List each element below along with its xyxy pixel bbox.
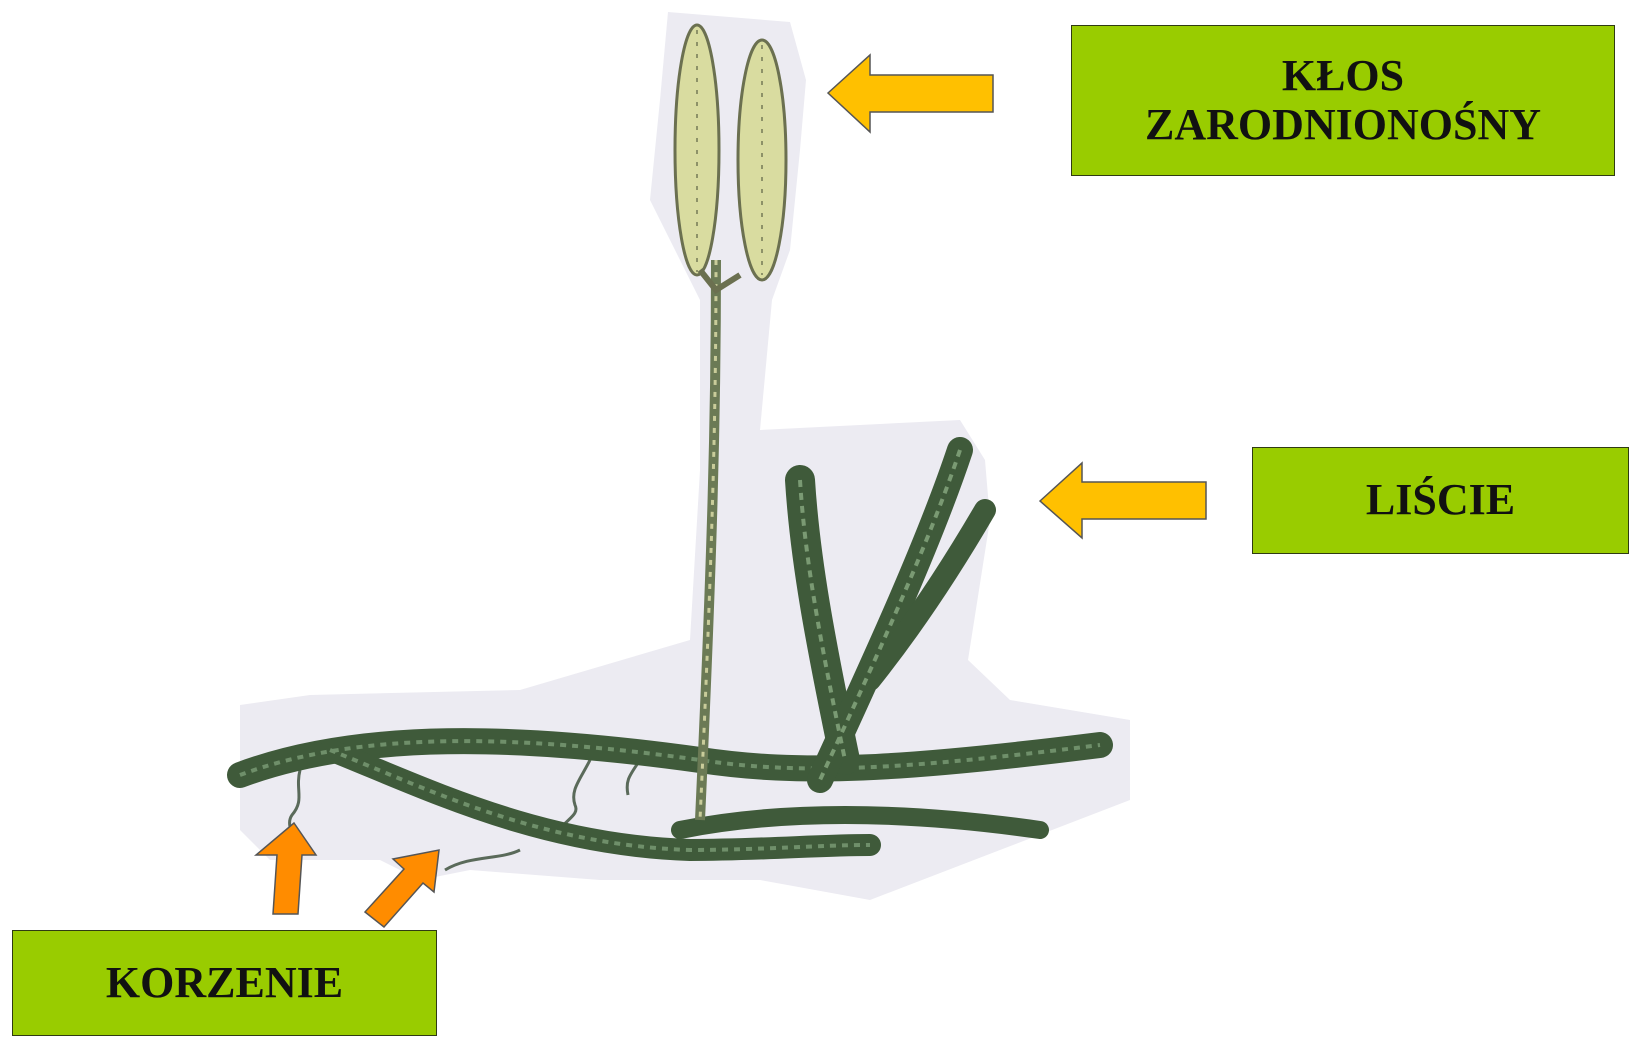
arrow-to-leaves [1040,463,1206,538]
arrow-left-icon [828,55,993,132]
arrow-left-icon [1040,463,1206,538]
label-klos-line2: ZARODNIONOŚNY [1145,101,1541,149]
label-klos-line1: KŁOS [1145,52,1541,100]
label-korzenie-text: KORZENIE [106,959,343,1007]
label-liscie: LIŚCIE [1252,447,1629,554]
arrow-to-strobilus [828,55,993,132]
label-liscie-text: LIŚCIE [1366,476,1515,524]
label-korzenie: KORZENIE [12,930,437,1036]
label-klos-zarodnionosny: KŁOS ZARODNIONOŚNY [1071,25,1615,176]
arrow-up-right-icon [365,850,439,927]
